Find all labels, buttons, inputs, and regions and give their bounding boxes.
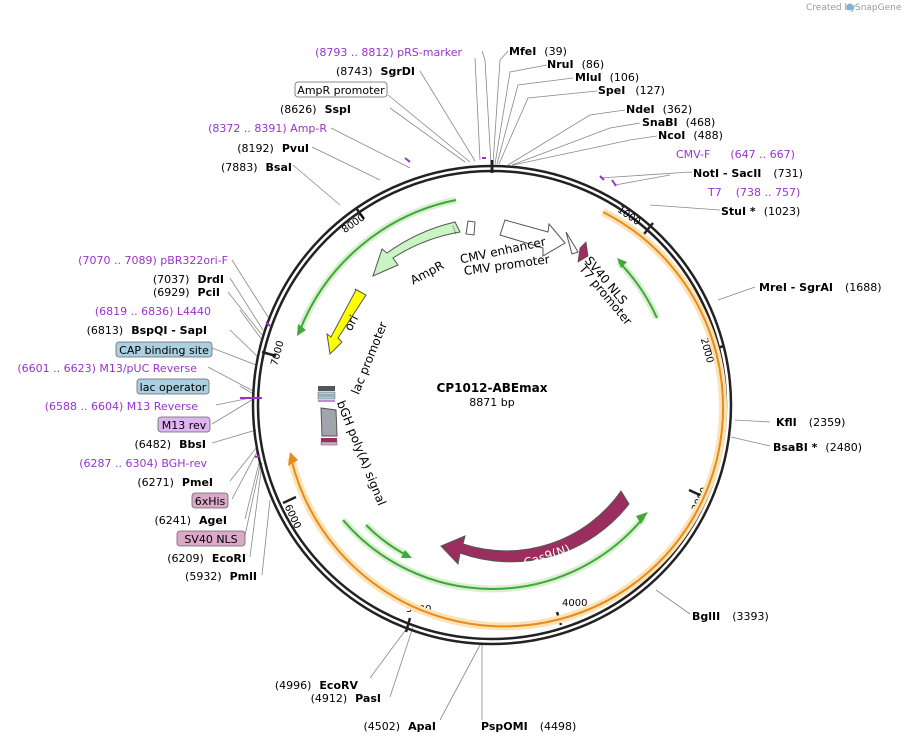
primer-bgh-rev[interactable]: (6287 .. 6304) BGH-rev bbox=[79, 457, 207, 470]
tick-label-7000: 7000 bbox=[269, 340, 286, 367]
primer-m13puc-reverse[interactable]: (6601 .. 6623) M13/pUC Reverse bbox=[17, 362, 197, 375]
m13-rev-box[interactable] bbox=[157, 416, 211, 433]
primer-amp-r[interactable]: (8372 .. 8391) Amp-R bbox=[208, 122, 327, 135]
primer-marks bbox=[240, 157, 617, 458]
site-spei[interactable]: SpeI(127) bbox=[598, 84, 665, 97]
cap-binding-mark[interactable] bbox=[317, 391, 336, 396]
site-pspomi[interactable]: PspOMI(4498) bbox=[481, 720, 576, 733]
ampr-promoter-box[interactable] bbox=[294, 81, 388, 98]
m13-rev-mark[interactable] bbox=[318, 400, 335, 402]
ampr-dotted bbox=[452, 225, 457, 235]
ampr-label: AmpR bbox=[408, 258, 446, 287]
plasmid-length: 8871 bp bbox=[469, 396, 514, 409]
m13-rev-box-label: M13 rev bbox=[162, 419, 207, 432]
site-ecorv[interactable]: (4996)EcoRV bbox=[275, 679, 359, 692]
cap-binding-box[interactable] bbox=[115, 341, 213, 358]
primer-cmv-f[interactable]: CMV-F(647 .. 667) bbox=[676, 148, 795, 161]
cmv-enhancer-feature[interactable] bbox=[499, 219, 566, 257]
cap-binding-box-label: CAP binding site bbox=[119, 344, 209, 357]
sv40-nls-feature[interactable] bbox=[321, 438, 337, 442]
bgh-polya-feature[interactable] bbox=[320, 407, 338, 437]
site-pmli[interactable]: (5932)PmlI bbox=[185, 570, 257, 583]
orange-arc-head bbox=[288, 452, 298, 466]
orange-arc bbox=[290, 211, 725, 628]
site-pmei[interactable]: (6271)PmeI bbox=[137, 476, 213, 489]
cmv-promoter-feature[interactable] bbox=[565, 231, 579, 255]
sv40-nls-mark[interactable] bbox=[577, 241, 589, 263]
site-pcii[interactable]: (6929)PciI bbox=[153, 286, 220, 299]
green-arc-2-head bbox=[636, 512, 648, 524]
site-noti-sacii[interactable]: NotI - SacII(731) bbox=[693, 167, 803, 180]
primer-t7[interactable]: T7(738 .. 757) bbox=[707, 186, 800, 199]
bgh-label: bGH poly(A) signal bbox=[334, 398, 389, 507]
site-bspqi-sapi[interactable]: (6813)BspQI - SapI bbox=[87, 324, 207, 337]
his6-feature[interactable] bbox=[320, 441, 338, 446]
ampr-feature[interactable] bbox=[372, 221, 461, 277]
primer-l4440[interactable]: (6819 .. 6836) L4440 bbox=[95, 305, 211, 318]
site-bsabi[interactable]: BsaBI *(2480) bbox=[773, 441, 862, 454]
ampr-promoter-box-label: AmpR promoter bbox=[297, 84, 385, 97]
plasmid-name: CP1012-ABEmax bbox=[437, 381, 548, 395]
leader-lines bbox=[207, 50, 771, 721]
site-snabi[interactable]: SnaBI(468) bbox=[642, 116, 715, 129]
site-pasi[interactable]: (4912)PasI bbox=[311, 692, 381, 705]
green-arc-3-head bbox=[401, 550, 412, 558]
lac-promoter-mark[interactable] bbox=[318, 386, 335, 391]
site-agei[interactable]: (6241)AgeI bbox=[154, 514, 227, 527]
site-drdi[interactable]: (7037)DrdI bbox=[153, 273, 224, 286]
primer-labels-left: (8793 .. 8812) pRS-marker (8372 .. 8391)… bbox=[17, 46, 462, 470]
boxed-labels: AmpR promoter CAP binding site lac opera… bbox=[115, 81, 388, 547]
site-stui[interactable]: StuI *(1023) bbox=[721, 205, 800, 218]
lac-operator-box-label: lac operator bbox=[140, 381, 207, 394]
site-kfli[interactable]: KflI(2359) bbox=[776, 416, 845, 429]
site-mlui[interactable]: MluI(106) bbox=[575, 71, 639, 84]
sv40-nls-box[interactable] bbox=[176, 530, 246, 547]
site-bglii[interactable]: BglII(3393) bbox=[692, 610, 769, 623]
watermark-created-by: Created by bbox=[806, 3, 856, 13]
green-arc-1-head bbox=[617, 258, 627, 268]
site-apai[interactable]: (4502)ApaI bbox=[364, 720, 436, 733]
site-bbsi[interactable]: (6482)BbsI bbox=[135, 438, 206, 451]
site-ecori[interactable]: (6209)EcoRI bbox=[167, 552, 246, 565]
lac-operator-box[interactable] bbox=[136, 378, 210, 395]
primer-pbr322ori-f[interactable]: (7070 .. 7089) pBR322ori-F bbox=[78, 254, 228, 267]
primer-m13-reverse[interactable]: (6588 .. 6604) M13 Reverse bbox=[45, 400, 198, 413]
his6-box-label: 6xHis bbox=[195, 495, 226, 508]
site-mfei[interactable]: MfeI(39) bbox=[509, 45, 567, 58]
sv40-nls-box-label: SV40 NLS bbox=[184, 533, 237, 546]
ori-feature[interactable] bbox=[326, 288, 367, 356]
site-mrei-sgrai[interactable]: MreI - SgrAI(1688) bbox=[759, 281, 882, 294]
green-arc-4 bbox=[299, 199, 457, 331]
site-ncoi[interactable]: NcoI(488) bbox=[658, 129, 723, 142]
ampr-promoter-feature[interactable] bbox=[465, 220, 476, 236]
site-labels-right: MfeI(39) NruI(86) MluI(106) SpeI(127) Nd… bbox=[481, 45, 882, 733]
primer-prs-marker[interactable]: (8793 .. 8812) pRS-marker bbox=[315, 46, 462, 59]
green-arc-2 bbox=[342, 516, 645, 590]
snapgene-logo-icon bbox=[846, 3, 854, 11]
primer-labels-right: CMV-F(647 .. 667) T7(738 .. 757) bbox=[676, 148, 800, 199]
site-pvui[interactable]: (8192)PvuI bbox=[237, 142, 309, 155]
his6-box[interactable] bbox=[191, 492, 229, 509]
site-labels-left: (4502)ApaI (4912)PasI (4996)EcoRV (5932)… bbox=[87, 65, 436, 733]
site-nrui[interactable]: NruI(86) bbox=[547, 58, 604, 71]
lac-operator-mark[interactable] bbox=[317, 395, 336, 400]
tick-label-4000: 4000 bbox=[562, 598, 587, 609]
site-ndei[interactable]: NdeI(362) bbox=[626, 103, 692, 116]
cas9n-feature[interactable] bbox=[440, 490, 630, 566]
site-sgrdi[interactable]: (8743)SgrDI bbox=[336, 65, 415, 78]
watermark-brand: SnapGene bbox=[855, 3, 902, 13]
green-arc-4-head bbox=[297, 324, 306, 336]
site-bsai[interactable]: (7883)BsaI bbox=[221, 161, 292, 174]
ori-label: ori bbox=[341, 313, 361, 333]
site-sspi[interactable]: (8626)SspI bbox=[280, 103, 351, 116]
